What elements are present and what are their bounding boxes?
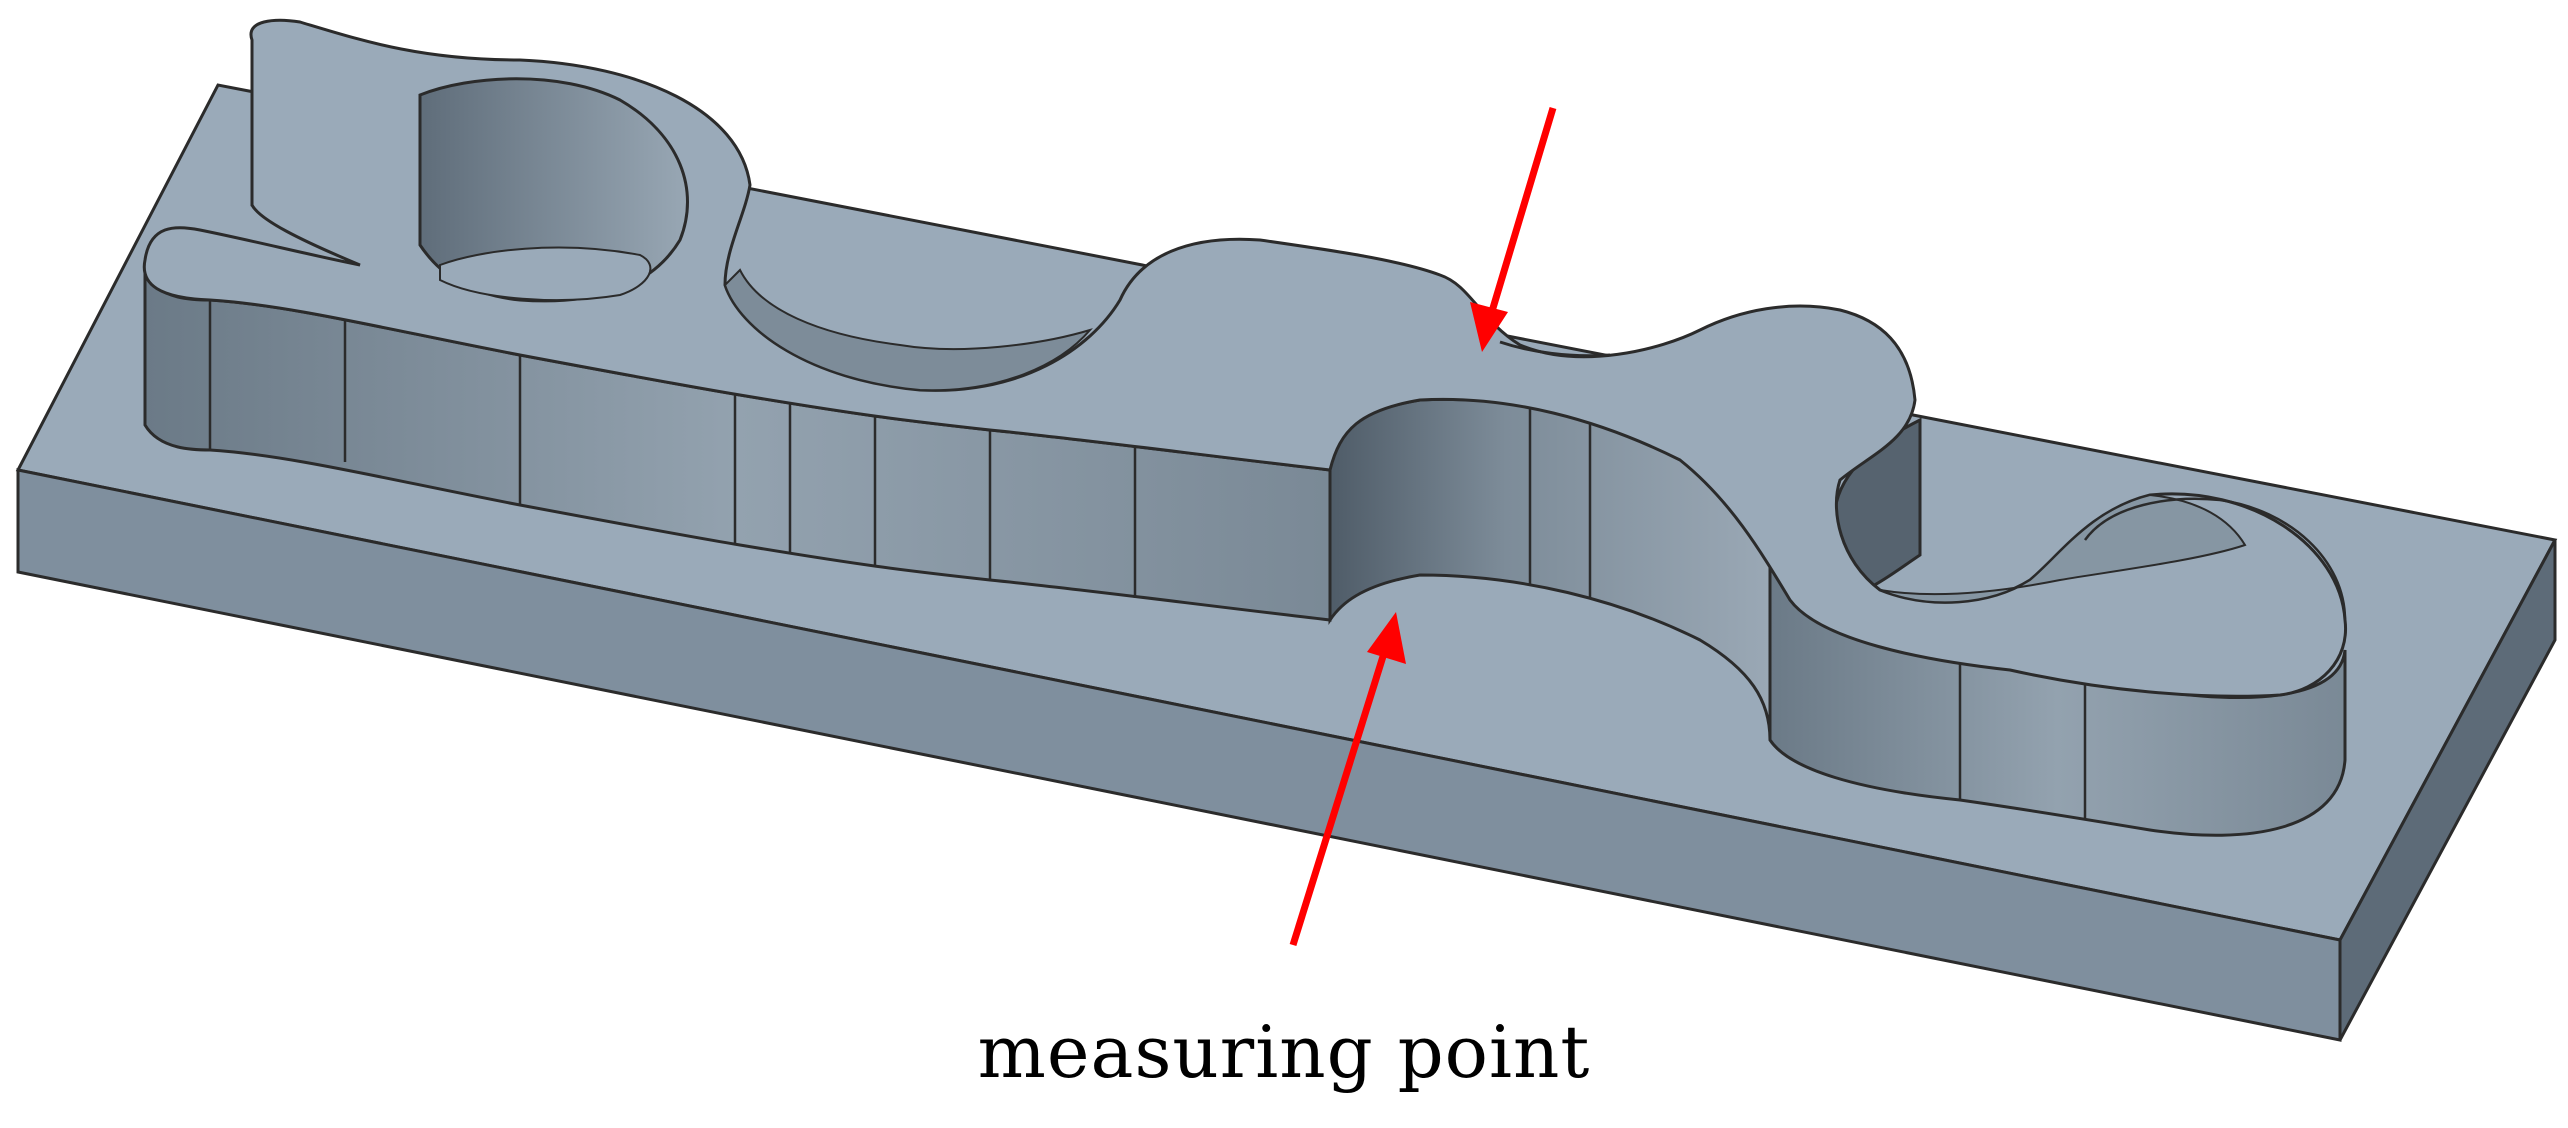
left-round-pocket-floor [439, 246, 652, 301]
raised-part-top [142, 18, 2348, 698]
arrow-top-to-measuring-point-icon [1470, 106, 1557, 352]
top-step-notch [1499, 340, 1611, 358]
base-plate-end-face [2338, 539, 2557, 1041]
arrow-bottom-to-measuring-point-icon [1289, 612, 1406, 947]
measuring-point-arrows [1289, 106, 1557, 947]
right-round-pocket [1879, 493, 2247, 604]
right-circle-boss-edge [2083, 497, 2347, 621]
figure-caption: measuring point [977, 1010, 1591, 1094]
left-hook-opening [723, 268, 1093, 392]
